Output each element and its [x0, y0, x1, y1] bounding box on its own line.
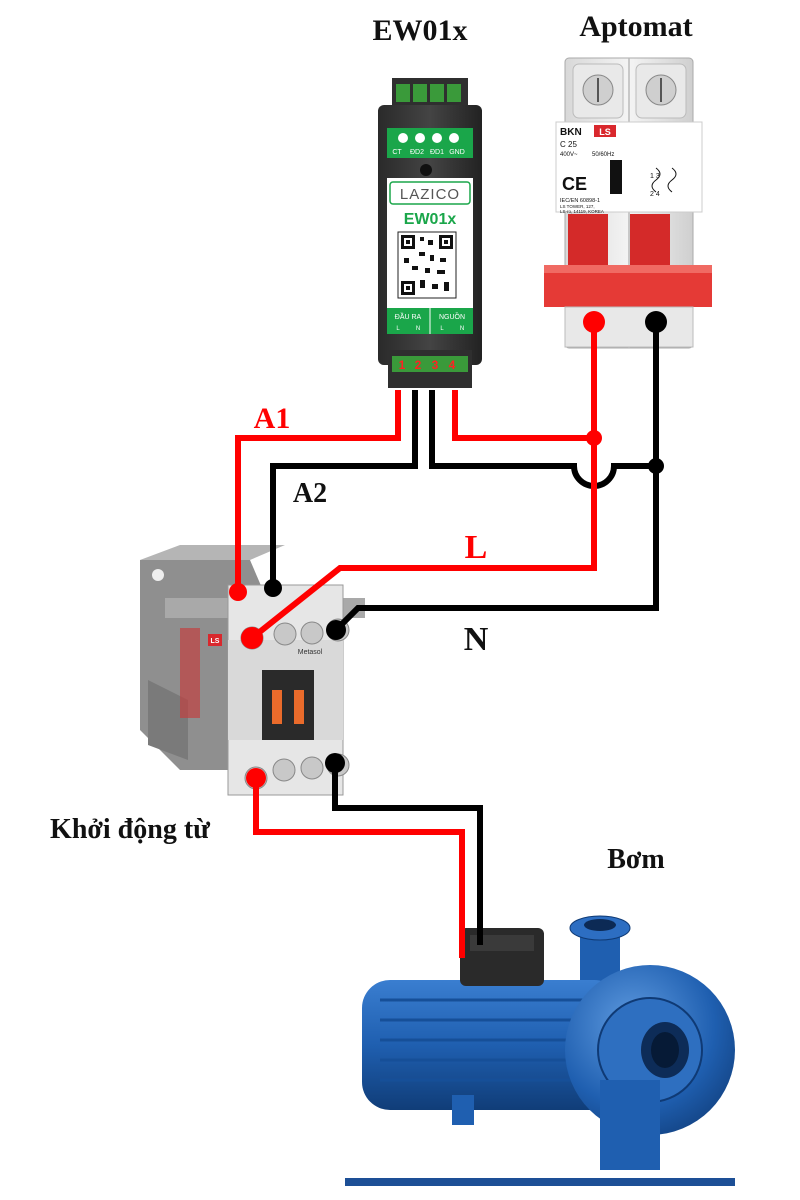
breaker-handle-right[interactable] — [630, 214, 670, 266]
ew-terminal-dd1: ĐD1 — [430, 149, 444, 156]
breaker-poles-top: 1 3 — [650, 173, 660, 180]
ew-terminal-ct: CT — [392, 149, 402, 156]
ew-pin-3: 3 — [432, 358, 439, 372]
terminal-gnd-icon — [449, 133, 459, 143]
aptomat-breaker: BKN LS C 25 400V~ 50/60Hz CE IEC/EN 6089… — [544, 57, 712, 349]
ew-output-label: ĐẦU RA — [395, 311, 422, 321]
contactor-window — [262, 670, 314, 740]
contactor-badge: LS — [211, 638, 220, 645]
wire-label-a2: A2 — [293, 478, 327, 509]
ew01x-title: EW01x — [372, 14, 467, 47]
breaker-out-live-node — [583, 311, 605, 333]
breaker-poles-bottom: 2 4 — [650, 191, 660, 198]
ew-pin-1: 1 — [399, 358, 406, 372]
contactor: Metasol LS — [140, 545, 365, 796]
ew-terminal-gnd: GND — [449, 149, 465, 156]
ce-mark-icon: CE — [562, 174, 587, 194]
ew-out-n: N — [416, 326, 420, 332]
wire-a1 — [235, 390, 401, 592]
breaker-out-neutral-node — [645, 311, 667, 333]
coil-symbol-icon — [667, 167, 677, 193]
live-junction-node — [586, 430, 602, 446]
contactor-out-neutral-node — [325, 753, 345, 773]
ew-terminal-dd2: ĐD2 — [410, 149, 424, 156]
ew-out-l: L — [396, 326, 400, 332]
contactor-out-live-node — [246, 768, 266, 788]
contactor-a1-node — [229, 583, 247, 601]
breaker-brand: LS — [599, 127, 611, 137]
wire-label-l: L — [465, 529, 488, 566]
wire-a2 — [270, 390, 418, 588]
ls-logo-icon — [594, 125, 616, 137]
pump-title: Bơm — [607, 844, 665, 875]
wire-pump-live — [253, 778, 465, 958]
wire-ew-live — [452, 390, 594, 441]
toggle-lever-icon — [610, 160, 622, 194]
ew-pin-2: 2 — [415, 358, 422, 372]
breaker-freq: 50/60Hz — [592, 152, 614, 158]
contactor-in-neutral-node — [326, 620, 346, 640]
breaker-maker-1: LS TOWER, 127, — [560, 204, 595, 209]
contactor-title: Khởi động từ — [50, 814, 211, 845]
pump — [345, 915, 735, 1186]
wire-label-a1: A1 — [254, 402, 291, 435]
wire-pump-neutral — [332, 763, 483, 945]
ew-pin-4: 4 — [449, 358, 456, 372]
ew-brand: LAZICO — [400, 186, 460, 203]
ew-led-icon — [420, 164, 432, 176]
wires — [235, 320, 659, 958]
aptomat-title: Aptomat — [579, 10, 692, 43]
ls-logo-icon — [208, 634, 222, 646]
ew01x-device: CT ĐD2 ĐD1 GND LAZICO EW01x ĐẦU RA NGUỒN… — [378, 78, 482, 388]
contactor-a2-node — [264, 579, 282, 597]
breaker-voltage: 400V~ — [560, 152, 578, 158]
neutral-junction-node — [648, 458, 664, 474]
mount-hole-icon — [152, 569, 164, 581]
terminal-ct-icon — [398, 133, 408, 143]
breaker-maker-2: LS-ro, 14119, KOREA — [560, 209, 604, 214]
wire-label-n: N — [464, 621, 489, 658]
ew-pwr-l: L — [440, 326, 444, 332]
ew-model: EW01x — [404, 211, 457, 228]
contactor-in-live-node — [241, 627, 263, 649]
wire-n — [333, 320, 659, 633]
breaker-std: IEC/EN 60898-1 — [560, 198, 600, 204]
breaker-model: BKN — [560, 127, 582, 138]
contactor-brand: Metasol — [298, 649, 323, 656]
terminal-dd2-icon — [415, 133, 425, 143]
qr-code-icon — [397, 231, 457, 299]
coil-symbol-icon — [651, 167, 661, 193]
breaker-rating: C 25 — [560, 140, 577, 149]
terminal-dd1-icon — [432, 133, 442, 143]
ew-power-label: NGUỒN — [439, 311, 465, 321]
ew-pwr-n: N — [460, 326, 464, 332]
breaker-handle-left[interactable] — [568, 214, 608, 266]
